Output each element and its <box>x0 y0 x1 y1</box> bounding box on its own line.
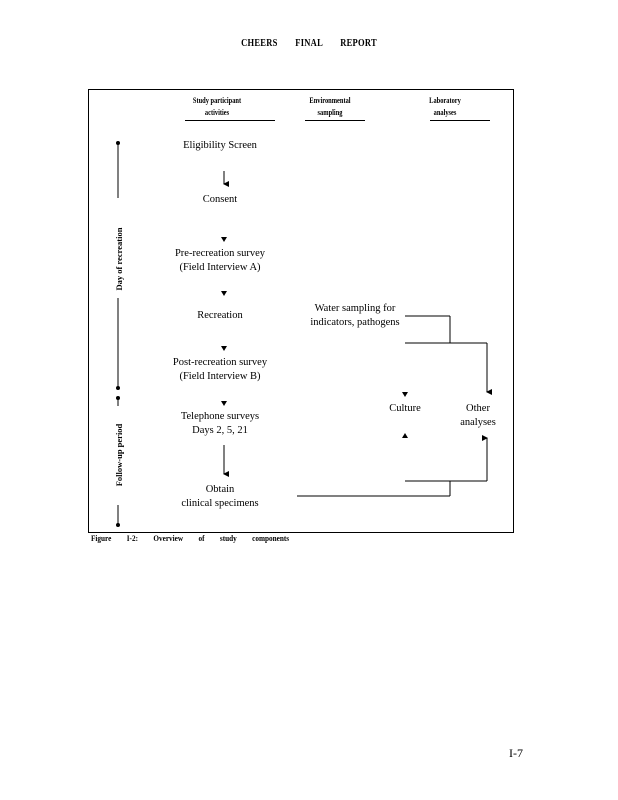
timeline-dot <box>116 523 120 527</box>
environmental-water-sampling-line1: Water sampling for <box>314 303 396 314</box>
environmental-water-sampling-line2: indicators, pathogens <box>310 317 400 328</box>
timeline-follow-up <box>116 396 120 527</box>
step-pre-recreation-survey: Pre-recreation survey (Field Interview A… <box>150 247 290 275</box>
arrow-post-survey-to-telephone <box>221 401 227 406</box>
column-header-environmental-line2: sampling <box>317 108 343 117</box>
arrow-consent-to-pre-survey <box>221 237 227 242</box>
step-post-recreation-survey: Post-recreation survey (Field Interview … <box>150 356 290 384</box>
step-post-recreation-survey-line2: (Field Interview B) <box>179 371 261 382</box>
column-underline-environmental <box>305 120 365 121</box>
column-header-participant-line1: Study participant <box>192 96 242 105</box>
arrow-into-culture-top <box>402 392 408 397</box>
step-eligibility-screen: Eligibility Screen <box>183 140 257 151</box>
lab-culture: Culture <box>389 403 421 414</box>
column-header-environmental: Environmental sampling <box>298 95 362 119</box>
arrow-recreation-to-post-survey <box>221 346 227 351</box>
step-pre-recreation-survey-line2: (Field Interview A) <box>179 262 261 273</box>
step-telephone-surveys-line1: Telephone surveys <box>180 411 260 422</box>
report-header: CHEERS FINAL REPORT <box>241 38 377 49</box>
timeline-dot <box>116 386 120 390</box>
column-header-laboratory-line2: analyses <box>433 108 457 117</box>
step-post-recreation-survey-line1: Post-recreation survey <box>172 357 268 368</box>
column-header-participant: Study participant activities <box>181 95 253 119</box>
column-header-laboratory: Laboratory analyses <box>417 95 473 119</box>
timeline-day-of-recreation <box>116 141 120 390</box>
timeline-label-follow-up: Follow-up period <box>114 423 124 487</box>
step-pre-recreation-survey-line1: Pre-recreation survey <box>174 248 266 259</box>
step-obtain-clinical-specimens-line2: clinical specimens <box>181 498 259 509</box>
lab-other-analyses: Other analyses <box>450 402 506 430</box>
column-underline-laboratory <box>430 120 490 121</box>
arrow-into-culture-bottom <box>402 433 408 438</box>
step-obtain-clinical-specimens-line1: Obtain <box>205 484 235 495</box>
step-obtain-clinical-specimens: Obtain clinical specimens <box>160 483 280 511</box>
environmental-water-sampling: Water sampling for indicators, pathogens <box>300 302 410 330</box>
step-consent: Consent <box>202 194 238 205</box>
column-header-participant-line2: activities <box>204 108 230 117</box>
figure-frame <box>88 89 514 533</box>
timeline-label-day-of-recreation: Day of recreation <box>114 227 124 291</box>
lab-other-analyses-line2: analyses <box>460 417 496 428</box>
column-header-laboratory-line1: Laboratory <box>429 96 461 105</box>
step-telephone-surveys-line2: Days 2, 5, 21 <box>192 425 248 436</box>
column-header-environmental-line1: Environmental <box>309 96 351 105</box>
column-underline-participant <box>185 120 275 121</box>
figure-caption: Figure I-2: Overview of study components <box>91 533 290 543</box>
lab-other-analyses-line1: Other <box>466 403 490 414</box>
arrow-pre-survey-to-recreation <box>221 291 227 296</box>
page-number: I-7 <box>509 746 523 760</box>
step-recreation: Recreation <box>197 310 243 321</box>
step-telephone-surveys: Telephone surveys Days 2, 5, 21 <box>160 410 280 438</box>
